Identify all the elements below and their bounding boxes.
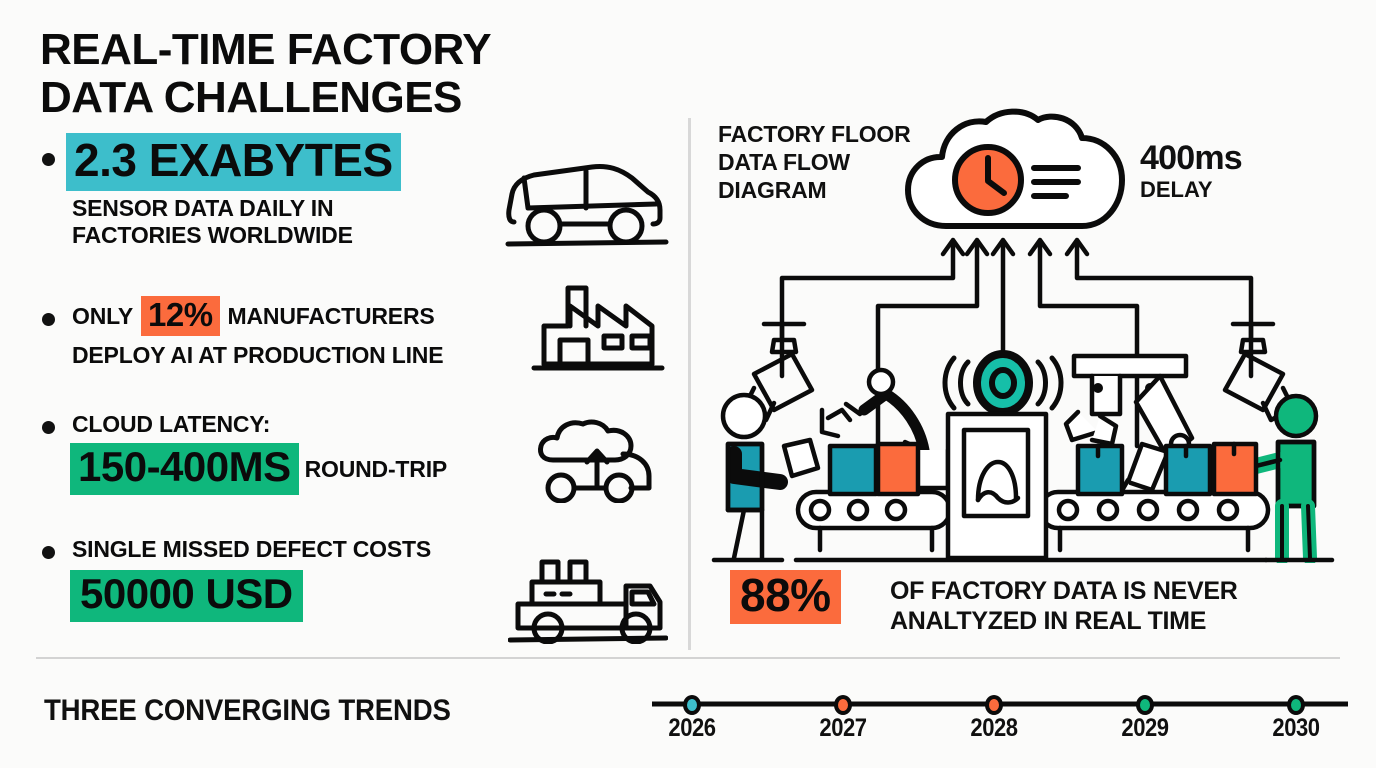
headline-line-2: DATA CHALLENGES <box>40 73 462 122</box>
stat-highlight-12-percent: 12% <box>140 296 220 336</box>
delay-value: 400ms <box>1140 139 1243 177</box>
stat-highlight-exabytes: 2.3 EXABYTES <box>66 133 401 191</box>
stat-label-defect-cost: SINGLE MISSED DEFECT COSTS <box>72 536 432 562</box>
trends-timeline: 2026 2027 2028 2029 2030 <box>640 680 1360 760</box>
inspection-screen-icon <box>945 411 1049 561</box>
stat-suffix-manufacturers: MANUFACTURERS <box>227 303 435 329</box>
diagram-title: FACTORY FLOOR DATA FLOW DIAGRAM <box>718 120 938 204</box>
stat-subtext-line-2: FACTORIES WORLDWIDE <box>72 222 353 248</box>
stat-highlight-defect-cost: 50000 USD <box>70 570 303 622</box>
factory-icon <box>530 272 665 377</box>
timeline-dot <box>683 695 701 715</box>
callout-text: OF FACTORY DATA IS NEVER ANALTYZED IN RE… <box>890 576 1310 636</box>
bullet-marker <box>42 546 55 559</box>
product-boxes <box>827 441 1259 497</box>
stat-highlight-latency: 150-400MS <box>70 443 299 495</box>
stat-prefix-only: ONLY <box>72 303 133 329</box>
timeline-label: 2026 <box>668 714 716 742</box>
stat-label-cloud-latency: CLOUD LATENCY: <box>72 411 271 437</box>
timeline-dot <box>1136 695 1154 715</box>
callout-text-line-2: ANALTYZED IN REAL TIME <box>890 607 1207 635</box>
timeline-label: 2028 <box>970 714 1018 742</box>
cloud-car-icon <box>535 418 665 503</box>
stat-subtext-line-1: SENSOR DATA DAILY IN <box>72 195 334 221</box>
timeline-dot <box>1287 695 1305 715</box>
wireless-sensor-icon <box>942 350 1064 416</box>
bullet-marker <box>42 421 55 434</box>
worker-icon <box>1240 393 1335 563</box>
headline-line-1: REAL-TIME FACTORY <box>40 25 492 74</box>
stat-subtext-exabytes: SENSOR DATA DAILY IN FACTORIES WORLDWIDE <box>72 195 492 249</box>
page-title: REAL-TIME FACTORY DATA CHALLENGES <box>40 26 640 122</box>
factory-floor-scene <box>700 228 1345 563</box>
factory-truck-icon <box>508 552 668 644</box>
callout-text-line-1: OF FACTORY DATA IS NEVER <box>890 577 1238 605</box>
diagram-title-line-3: DIAGRAM <box>718 177 827 203</box>
timeline-label: 2030 <box>1272 714 1320 742</box>
timeline-dot <box>834 695 852 715</box>
timeline-dot <box>985 695 1003 715</box>
diagram-title-line-2: DATA FLOW <box>718 149 850 175</box>
trends-heading: THREE CONVERGING TRENDS <box>44 694 451 727</box>
timeline-label: 2029 <box>1121 714 1169 742</box>
timeline-label: 2027 <box>819 714 867 742</box>
horizontal-divider <box>36 657 1340 659</box>
stat-suffix-round-trip: ROUND-TRIP <box>304 455 448 482</box>
worker-with-tablet-icon <box>711 392 821 563</box>
stat-row-defect-value: 50000 USD <box>70 570 303 622</box>
cloud-clock-icon <box>900 108 1130 233</box>
delay-label: DELAY <box>1140 177 1213 202</box>
callout-percent: 88% <box>730 570 841 624</box>
diagram-title-line-1: FACTORY FLOOR <box>718 121 911 147</box>
stat-subtext-ai-adoption: DEPLOY AI AT PRODUCTION LINE <box>72 342 444 368</box>
bullet-marker <box>42 313 55 326</box>
bullet-marker <box>42 153 55 166</box>
vertical-divider <box>688 118 691 650</box>
stat-row-ai-adoption: ONLY 12% MANUFACTURERS <box>72 296 542 336</box>
car-icon <box>500 160 670 255</box>
